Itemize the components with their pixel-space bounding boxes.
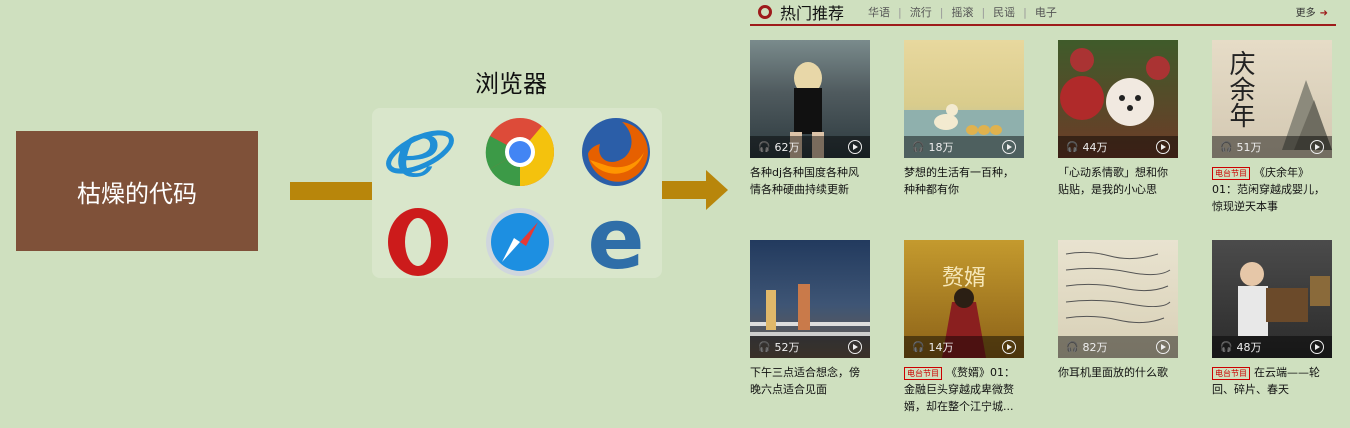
tag-minyao[interactable]: 民谣 xyxy=(993,6,1016,19)
chrome-icon xyxy=(485,118,555,187)
radio-program-badge: 电台节目 xyxy=(1212,167,1250,180)
headphone-icon: 🎧 xyxy=(912,341,925,353)
headphone-icon: 🎧 xyxy=(1220,341,1233,353)
play-count: 51万 xyxy=(1236,141,1262,154)
playlist-card[interactable]: 庆余年 🎧 51万 电台节目《庆余年》01：范闲穿越成婴儿，惊现逆天本事 xyxy=(1212,40,1332,215)
edge-icon: e xyxy=(588,204,645,280)
playlist-card[interactable]: 🎧 82万 你耳机里面放的什么歌 xyxy=(1058,240,1178,381)
playlist-card[interactable]: 🎧 44万 「心动系情歌」想和你贴贴，是我的小心思 xyxy=(1058,40,1178,198)
tag-huayu[interactable]: 华语 xyxy=(868,6,891,19)
playlist-card[interactable]: 🎧 62万 各种dj各种国度各种风情各种硬曲持续更新 xyxy=(750,40,870,198)
headphone-icon: 🎧 xyxy=(758,141,771,153)
playlist-title[interactable]: 梦想的生活有一百种，种种都有你 xyxy=(904,166,1014,196)
play-icon[interactable] xyxy=(1002,340,1016,354)
tag-yaogun[interactable]: 摇滚 xyxy=(951,6,974,19)
play-icon[interactable] xyxy=(1156,340,1170,354)
playlist-cover[interactable]: 🎧 48万 xyxy=(1212,240,1332,358)
headphone-icon: 🎧 xyxy=(1220,141,1233,153)
playlist-cover[interactable]: 🎧 44万 xyxy=(1058,40,1178,158)
playlist-title[interactable]: 电台节目在云端——轮回、碎片、春天 xyxy=(1212,366,1320,396)
svg-text:e: e xyxy=(395,114,441,190)
play-count: 82万 xyxy=(1082,341,1108,354)
panel-title: 热门推荐 xyxy=(780,4,845,23)
opera-icon xyxy=(388,208,448,276)
playlist-title[interactable]: 各种dj各种国度各种风情各种硬曲持续更新 xyxy=(750,166,860,196)
playlist-title[interactable]: 电台节目《庆余年》01：范闲穿越成婴儿，惊现逆天本事 xyxy=(1212,166,1325,213)
playlist-cover[interactable]: 赘婿 🎧 14万 xyxy=(904,240,1024,358)
play-count: 18万 xyxy=(928,141,954,154)
playlist-card[interactable]: 赘婿 🎧 14万 电台节目《赘婿》01：金融巨头穿越成卑微赘婿，却在整个江宁城.… xyxy=(904,240,1024,415)
panel-header: 热门推荐 华语 | 流行 | 摇滚 | 民谣 | 电子 更多➜ xyxy=(750,0,1336,26)
play-icon[interactable] xyxy=(1002,140,1016,154)
safari-icon xyxy=(486,208,554,276)
playlist-cover[interactable]: 🎧 52万 xyxy=(750,240,870,358)
play-count: 62万 xyxy=(774,141,800,154)
headphone-icon: 🎧 xyxy=(1066,341,1079,353)
play-icon[interactable] xyxy=(1310,140,1324,154)
connector-bar xyxy=(290,182,374,200)
code-label: 枯燥的代码 xyxy=(77,179,197,208)
hot-recommend-panel: 热门推荐 华语 | 流行 | 摇滚 | 民谣 | 电子 更多➜ 🎧 62万 xyxy=(750,0,1336,428)
play-icon[interactable] xyxy=(848,340,862,354)
radio-program-badge: 电台节目 xyxy=(904,367,942,380)
play-count: 48万 xyxy=(1236,341,1262,354)
playlist-title[interactable]: 「心动系情歌」想和你贴贴，是我的小心思 xyxy=(1058,166,1168,196)
play-icon[interactable] xyxy=(1310,340,1324,354)
playlist-card[interactable]: 🎧 52万 下午三点适合想念，傍晚六点适合见面 xyxy=(750,240,870,398)
play-count: 52万 xyxy=(774,341,800,354)
play-icon[interactable] xyxy=(1156,140,1170,154)
more-link[interactable]: 更多➜ xyxy=(1295,8,1328,19)
playlist-cover[interactable]: 🎧 18万 xyxy=(904,40,1024,158)
firefox-icon xyxy=(582,118,650,186)
cover-title: 庆余年 xyxy=(1225,50,1255,128)
code-box: 枯燥的代码 xyxy=(16,131,258,251)
headphone-icon: 🎧 xyxy=(1066,141,1079,153)
playlist-card[interactable]: 🎧 18万 梦想的生活有一百种，种种都有你 xyxy=(904,40,1024,198)
ring-icon xyxy=(758,5,772,19)
headphone-icon: 🎧 xyxy=(912,141,925,153)
tag-liuxing[interactable]: 流行 xyxy=(909,6,932,19)
play-icon[interactable] xyxy=(848,140,862,154)
play-count: 44万 xyxy=(1082,141,1108,154)
playlist-title[interactable]: 下午三点适合想念，傍晚六点适合见面 xyxy=(750,366,860,396)
headphone-icon: 🎧 xyxy=(758,341,771,353)
right-arrow xyxy=(662,170,728,210)
playlist-cover[interactable]: 🎧 82万 xyxy=(1058,240,1178,358)
playlist-cover[interactable]: 🎧 62万 xyxy=(750,40,870,158)
playlist-title[interactable]: 你耳机里面放的什么歌 xyxy=(1058,366,1168,379)
browser-icons-panel: e e xyxy=(372,108,662,280)
arrow-right-icon: ➜ xyxy=(1319,8,1328,19)
ie-icon: e xyxy=(386,114,454,190)
playlist-card[interactable]: 🎧 48万 电台节目在云端——轮回、碎片、春天 xyxy=(1212,240,1332,398)
browser-title: 浏览器 xyxy=(475,70,547,98)
playlist-cover[interactable]: 庆余年 🎧 51万 xyxy=(1212,40,1332,158)
tag-dianzi[interactable]: 电子 xyxy=(1034,6,1057,19)
play-count: 14万 xyxy=(928,341,954,354)
radio-program-badge: 电台节目 xyxy=(1212,367,1250,380)
playlist-title[interactable]: 电台节目《赘婿》01：金融巨头穿越成卑微赘婿，却在整个江宁城... xyxy=(904,366,1015,413)
svg-text:e: e xyxy=(588,204,645,280)
cover-title: 赘婿 xyxy=(941,266,986,291)
